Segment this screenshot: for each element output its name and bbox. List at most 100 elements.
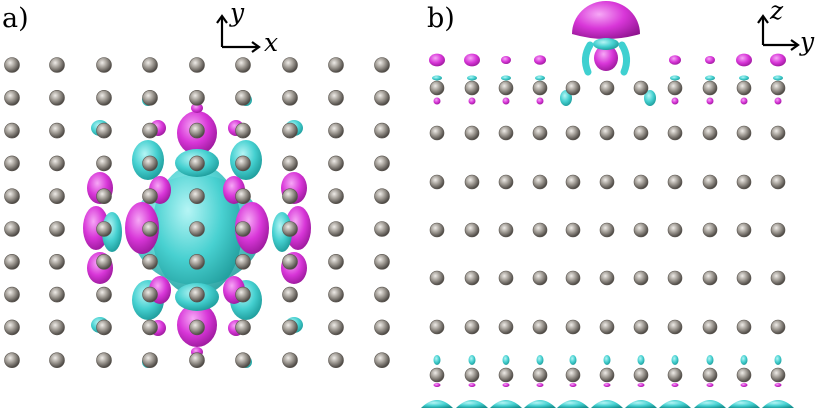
- atom: [328, 57, 344, 73]
- atom: [189, 253, 205, 270]
- atom: [282, 286, 298, 303]
- depletion-lobe: [524, 400, 556, 408]
- atom: [498, 270, 514, 286]
- atom: [282, 57, 298, 73]
- panel-a-label: a): [2, 3, 29, 34]
- atom: [429, 319, 445, 335]
- atom: [49, 221, 65, 237]
- atom: [96, 188, 112, 204]
- atom: [328, 319, 344, 336]
- panel-b-bottom-layer-lobes: [421, 355, 794, 408]
- atom: [702, 222, 718, 238]
- atom: [565, 222, 581, 238]
- atom: [429, 222, 445, 238]
- atom: [667, 367, 683, 383]
- atom: [736, 270, 752, 286]
- depletion-lobe: [762, 400, 794, 408]
- atom: [189, 221, 205, 237]
- atom: [96, 122, 112, 139]
- atom: [770, 270, 786, 286]
- accumulation-lobe: [536, 97, 544, 105]
- atom: [374, 122, 390, 139]
- accumulation-lobe: [502, 97, 510, 105]
- panel-b-axis-indicator: y z: [757, 0, 815, 56]
- accumulation-lobe: [774, 383, 782, 387]
- atom: [96, 319, 112, 336]
- atom: [282, 221, 298, 237]
- depletion-lobe: [671, 355, 679, 365]
- depletion-lobe: [591, 400, 623, 408]
- atom: [532, 319, 548, 335]
- accumulation-lobe: [671, 97, 679, 105]
- depletion-lobe: [637, 355, 645, 365]
- accumulation-lobe: [736, 53, 752, 67]
- accumulation-lobe: [433, 383, 441, 387]
- depletion-lobe: [502, 355, 510, 365]
- atom: [736, 367, 752, 383]
- atom: [142, 221, 158, 237]
- panel-b-atom-grid: [429, 80, 786, 383]
- atom: [736, 174, 752, 190]
- depletion-lobe: [670, 75, 680, 81]
- depletion-lobe: [705, 75, 715, 81]
- atom: [532, 367, 548, 383]
- atom: [96, 286, 112, 303]
- atom: [142, 122, 158, 139]
- atom: [498, 319, 514, 335]
- atom: [770, 319, 786, 335]
- atom: [374, 57, 390, 73]
- atom: [565, 367, 581, 383]
- atom: [770, 367, 786, 383]
- atom: [736, 222, 752, 238]
- panel-b-top-layer-lobes: [429, 53, 786, 105]
- atom: [464, 270, 480, 286]
- atom: [328, 221, 344, 237]
- depletion-lobe: [490, 400, 522, 408]
- depletion-lobe: [468, 355, 476, 365]
- atom: [96, 352, 112, 369]
- atom: [702, 367, 718, 383]
- atom: [49, 352, 65, 369]
- atom: [633, 222, 649, 238]
- panel-b: b) y z: [421, 0, 815, 408]
- atom: [633, 270, 649, 286]
- atom: [498, 174, 514, 190]
- atom: [667, 80, 683, 96]
- atom: [702, 270, 718, 286]
- atom: [142, 352, 158, 369]
- accumulation-lobe: [464, 53, 480, 67]
- depletion-lobe: [433, 355, 441, 365]
- atom: [4, 221, 20, 237]
- atom: [235, 122, 251, 139]
- accumulation-lobe: [705, 56, 715, 64]
- depletion-lobe: [569, 355, 577, 365]
- atom: [142, 286, 158, 303]
- panel-a-vertical-axis-label: y: [229, 0, 245, 27]
- atom: [189, 188, 205, 204]
- accumulation-lobe: [637, 383, 645, 387]
- atom: [189, 352, 205, 369]
- atom: [429, 80, 445, 96]
- atom: [189, 155, 205, 172]
- atom: [142, 57, 158, 73]
- accumulation-lobe: [603, 383, 611, 387]
- panel-a-axis-indicator: x y: [216, 0, 278, 57]
- atom: [565, 319, 581, 335]
- depletion-lobe: [432, 75, 442, 81]
- atom: [189, 286, 205, 303]
- accumulation-lobe: [669, 55, 681, 65]
- depletion-lobe: [501, 75, 511, 81]
- atom: [142, 90, 158, 106]
- atom: [464, 174, 480, 190]
- atom: [770, 174, 786, 190]
- atom: [702, 319, 718, 335]
- atom: [374, 90, 390, 106]
- atom: [49, 286, 65, 303]
- accumulation-lobe: [740, 97, 748, 105]
- atom: [282, 155, 298, 172]
- atom: [667, 174, 683, 190]
- atom: [736, 125, 752, 141]
- atom: [599, 80, 615, 96]
- atom: [49, 319, 65, 336]
- atom: [599, 367, 615, 383]
